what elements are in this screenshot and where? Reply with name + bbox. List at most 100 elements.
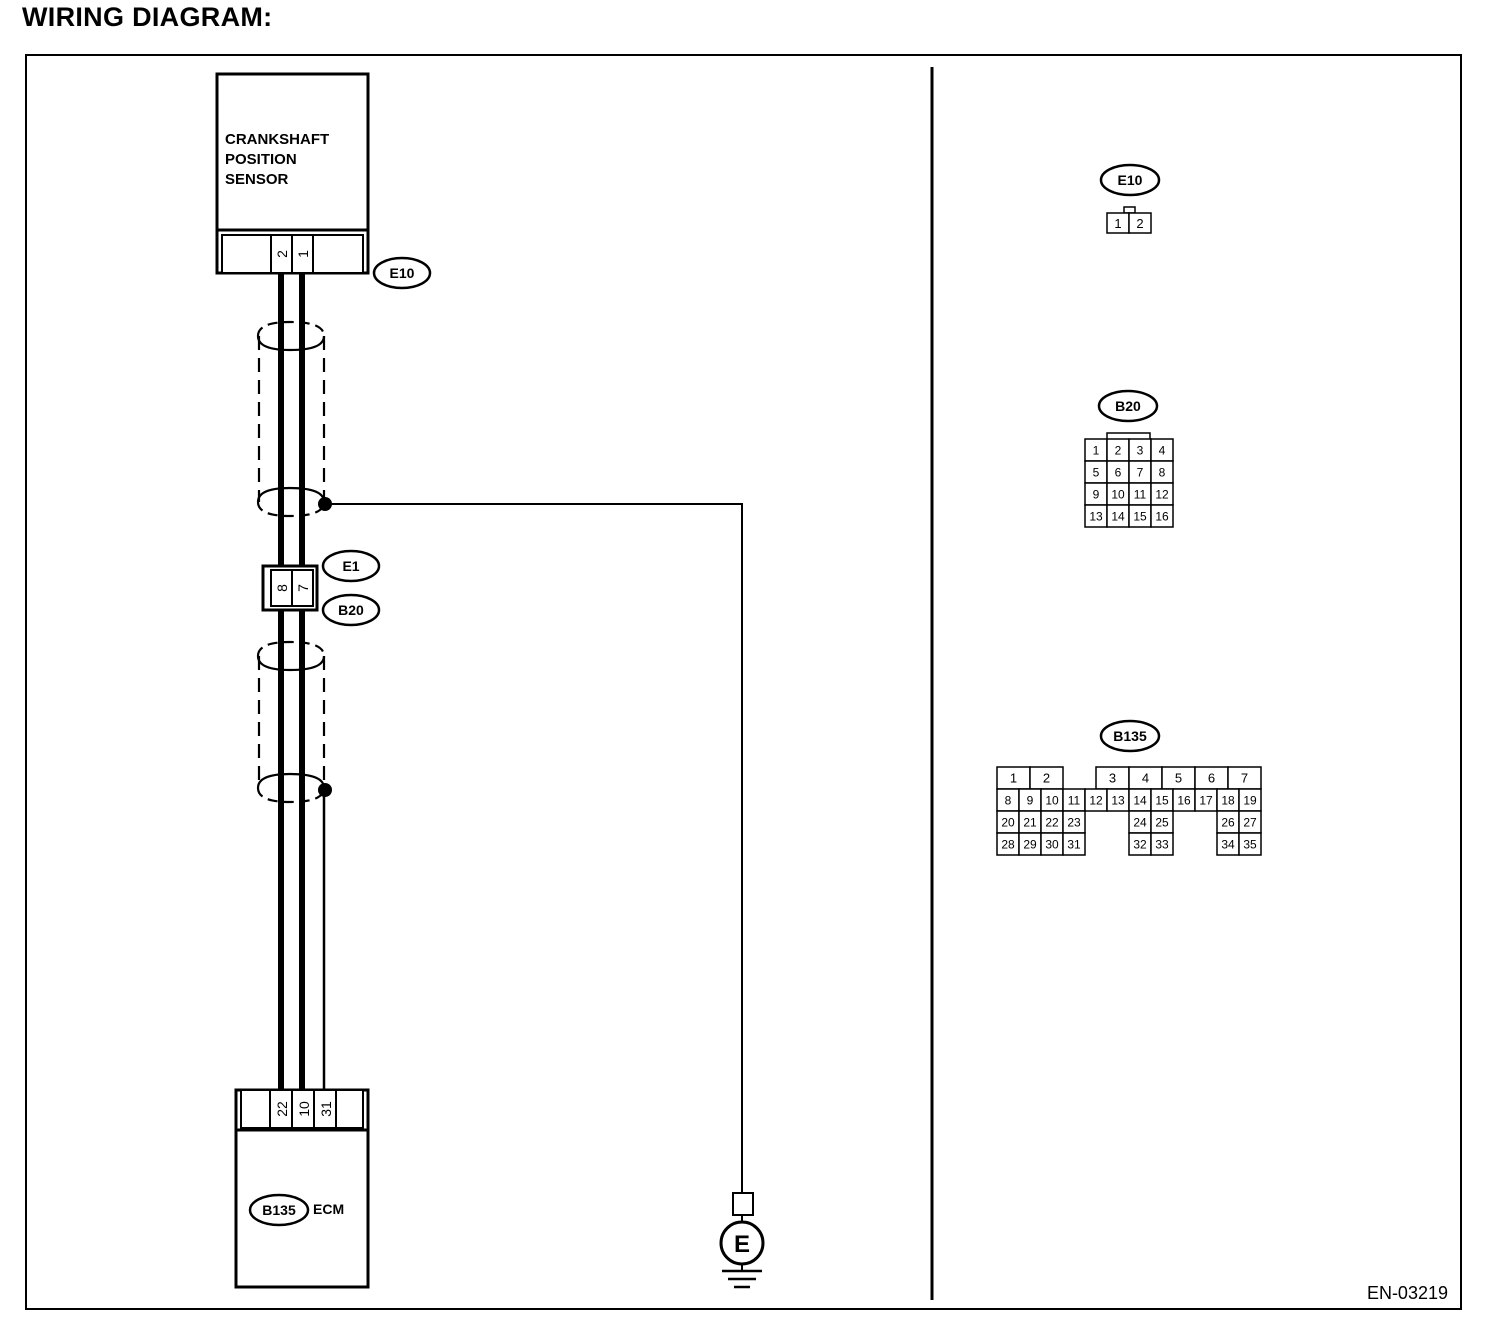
svg-text:10: 10: [1111, 487, 1125, 501]
svg-text:2: 2: [1115, 443, 1122, 457]
b135-pin-15: 15: [1150, 788, 1174, 812]
b135-pin-24: 24: [1128, 810, 1152, 834]
svg-text:7: 7: [1137, 465, 1144, 479]
e1-badge-label: E1: [342, 558, 359, 574]
b135-pin-35: 35: [1238, 832, 1262, 856]
svg-text:12: 12: [1155, 487, 1169, 501]
svg-text:3: 3: [1109, 771, 1116, 786]
ecm-label: ECM: [313, 1201, 344, 1217]
svg-text:6: 6: [1115, 465, 1122, 479]
svg-text:18: 18: [1221, 793, 1235, 807]
svg-text:21: 21: [1023, 815, 1037, 829]
svg-text:2: 2: [1043, 771, 1050, 786]
b20-pin-1: 1: [1084, 438, 1108, 462]
b135-pin-1: 1: [996, 766, 1031, 790]
b20-badge-label: B20: [338, 602, 364, 618]
b20-view-label: B20: [1115, 398, 1141, 414]
ecm-pin-31: 31: [318, 1101, 334, 1117]
b135-pin-17: 17: [1194, 788, 1218, 812]
svg-text:10: 10: [1045, 793, 1059, 807]
svg-text:31: 31: [1067, 837, 1081, 851]
b20-pin-11: 11: [1128, 482, 1152, 506]
b135-pin-28: 28: [996, 832, 1020, 856]
svg-text:15: 15: [1133, 509, 1147, 523]
diagram-frame: [25, 54, 1462, 1310]
joint-pin-7: 7: [295, 584, 311, 592]
b20-pin-12: 12: [1150, 482, 1174, 506]
svg-text:26: 26: [1221, 815, 1235, 829]
b135-pin-32: 32: [1128, 832, 1152, 856]
b20-pin-15: 15: [1128, 504, 1152, 528]
svg-text:33: 33: [1155, 837, 1169, 851]
svg-text:14: 14: [1111, 509, 1125, 523]
ecm-connector: 22 10 31: [234, 1088, 370, 1130]
b135-pin-27: 27: [1238, 810, 1262, 834]
b135-pin-21: 21: [1018, 810, 1042, 834]
b135-pin-29: 29: [1018, 832, 1042, 856]
b135-pin-3: 3: [1095, 766, 1130, 790]
svg-text:35: 35: [1243, 837, 1257, 851]
b20-pin-2: 2: [1106, 438, 1130, 462]
e10-view-pin-1: 1: [1114, 216, 1121, 231]
b135-pin-13: 13: [1106, 788, 1130, 812]
sensor-pin-1: 1: [295, 250, 311, 258]
shield-lower: [256, 640, 326, 804]
svg-text:23: 23: [1067, 815, 1081, 829]
e10-view-pin-2: 2: [1136, 216, 1143, 231]
svg-text:13: 13: [1089, 509, 1103, 523]
b135-pin-26: 26: [1216, 810, 1240, 834]
b135-pin-8: 8: [996, 788, 1020, 812]
joint-connector: 8 7: [261, 564, 319, 612]
b135-pin-11: 11: [1062, 788, 1086, 812]
b20-pin-7: 7: [1128, 460, 1152, 484]
b20-pin-14: 14: [1106, 504, 1130, 528]
b135-pin-10: 10: [1040, 788, 1064, 812]
b20-pin-4: 4: [1150, 438, 1174, 462]
b135-pin-23: 23: [1062, 810, 1086, 834]
b135-pin-9: 9: [1018, 788, 1042, 812]
signal-wires: [278, 273, 305, 1090]
svg-text:3: 3: [1137, 443, 1144, 457]
svg-text:30: 30: [1045, 837, 1059, 851]
svg-text:9: 9: [1027, 793, 1034, 807]
e10-badge: E10: [372, 256, 432, 290]
sensor-label-line-3: SENSOR: [225, 171, 289, 188]
e1-badge: E1: [321, 549, 381, 583]
b135-pin-18: 18: [1216, 788, 1240, 812]
sensor-pin-2: 2: [274, 250, 290, 258]
svg-text:19: 19: [1243, 793, 1257, 807]
svg-text:17: 17: [1199, 793, 1213, 807]
e10-view-label: E10: [1118, 172, 1143, 188]
b135-badge-label: B135: [262, 1202, 296, 1218]
b20-pin-5: 5: [1084, 460, 1108, 484]
b20-pin-8: 8: [1150, 460, 1174, 484]
svg-text:32: 32: [1133, 837, 1147, 851]
svg-text:8: 8: [1159, 465, 1166, 479]
b20-pin-10: 10: [1106, 482, 1130, 506]
ground-symbol: E: [719, 1192, 765, 1289]
b20-pin-13: 13: [1084, 504, 1108, 528]
svg-text:14: 14: [1133, 793, 1147, 807]
svg-text:13: 13: [1111, 793, 1125, 807]
joint-pin-8: 8: [274, 584, 290, 592]
b135-badge: [248, 1193, 310, 1227]
b135-pin-34: 34: [1216, 832, 1240, 856]
svg-text:8: 8: [1005, 793, 1012, 807]
b135-pin-14: 14: [1128, 788, 1152, 812]
b20-pin-3: 3: [1128, 438, 1152, 462]
svg-text:11: 11: [1134, 487, 1147, 501]
b135-pin-12: 12: [1084, 788, 1108, 812]
b135-view-label: B135: [1113, 728, 1147, 744]
e10-badge-label: E10: [390, 265, 415, 281]
svg-text:1: 1: [1093, 443, 1100, 457]
ecm-pin-22: 22: [274, 1101, 290, 1117]
svg-text:11: 11: [1068, 793, 1081, 807]
shield-upper: [256, 320, 326, 518]
svg-text:4: 4: [1142, 771, 1149, 786]
svg-text:12: 12: [1089, 793, 1103, 807]
ecm-module: B135 ECM: [234, 1128, 370, 1289]
b135-pin-5: 5: [1161, 766, 1196, 790]
svg-text:22: 22: [1045, 815, 1059, 829]
svg-text:1: 1: [1010, 771, 1017, 786]
